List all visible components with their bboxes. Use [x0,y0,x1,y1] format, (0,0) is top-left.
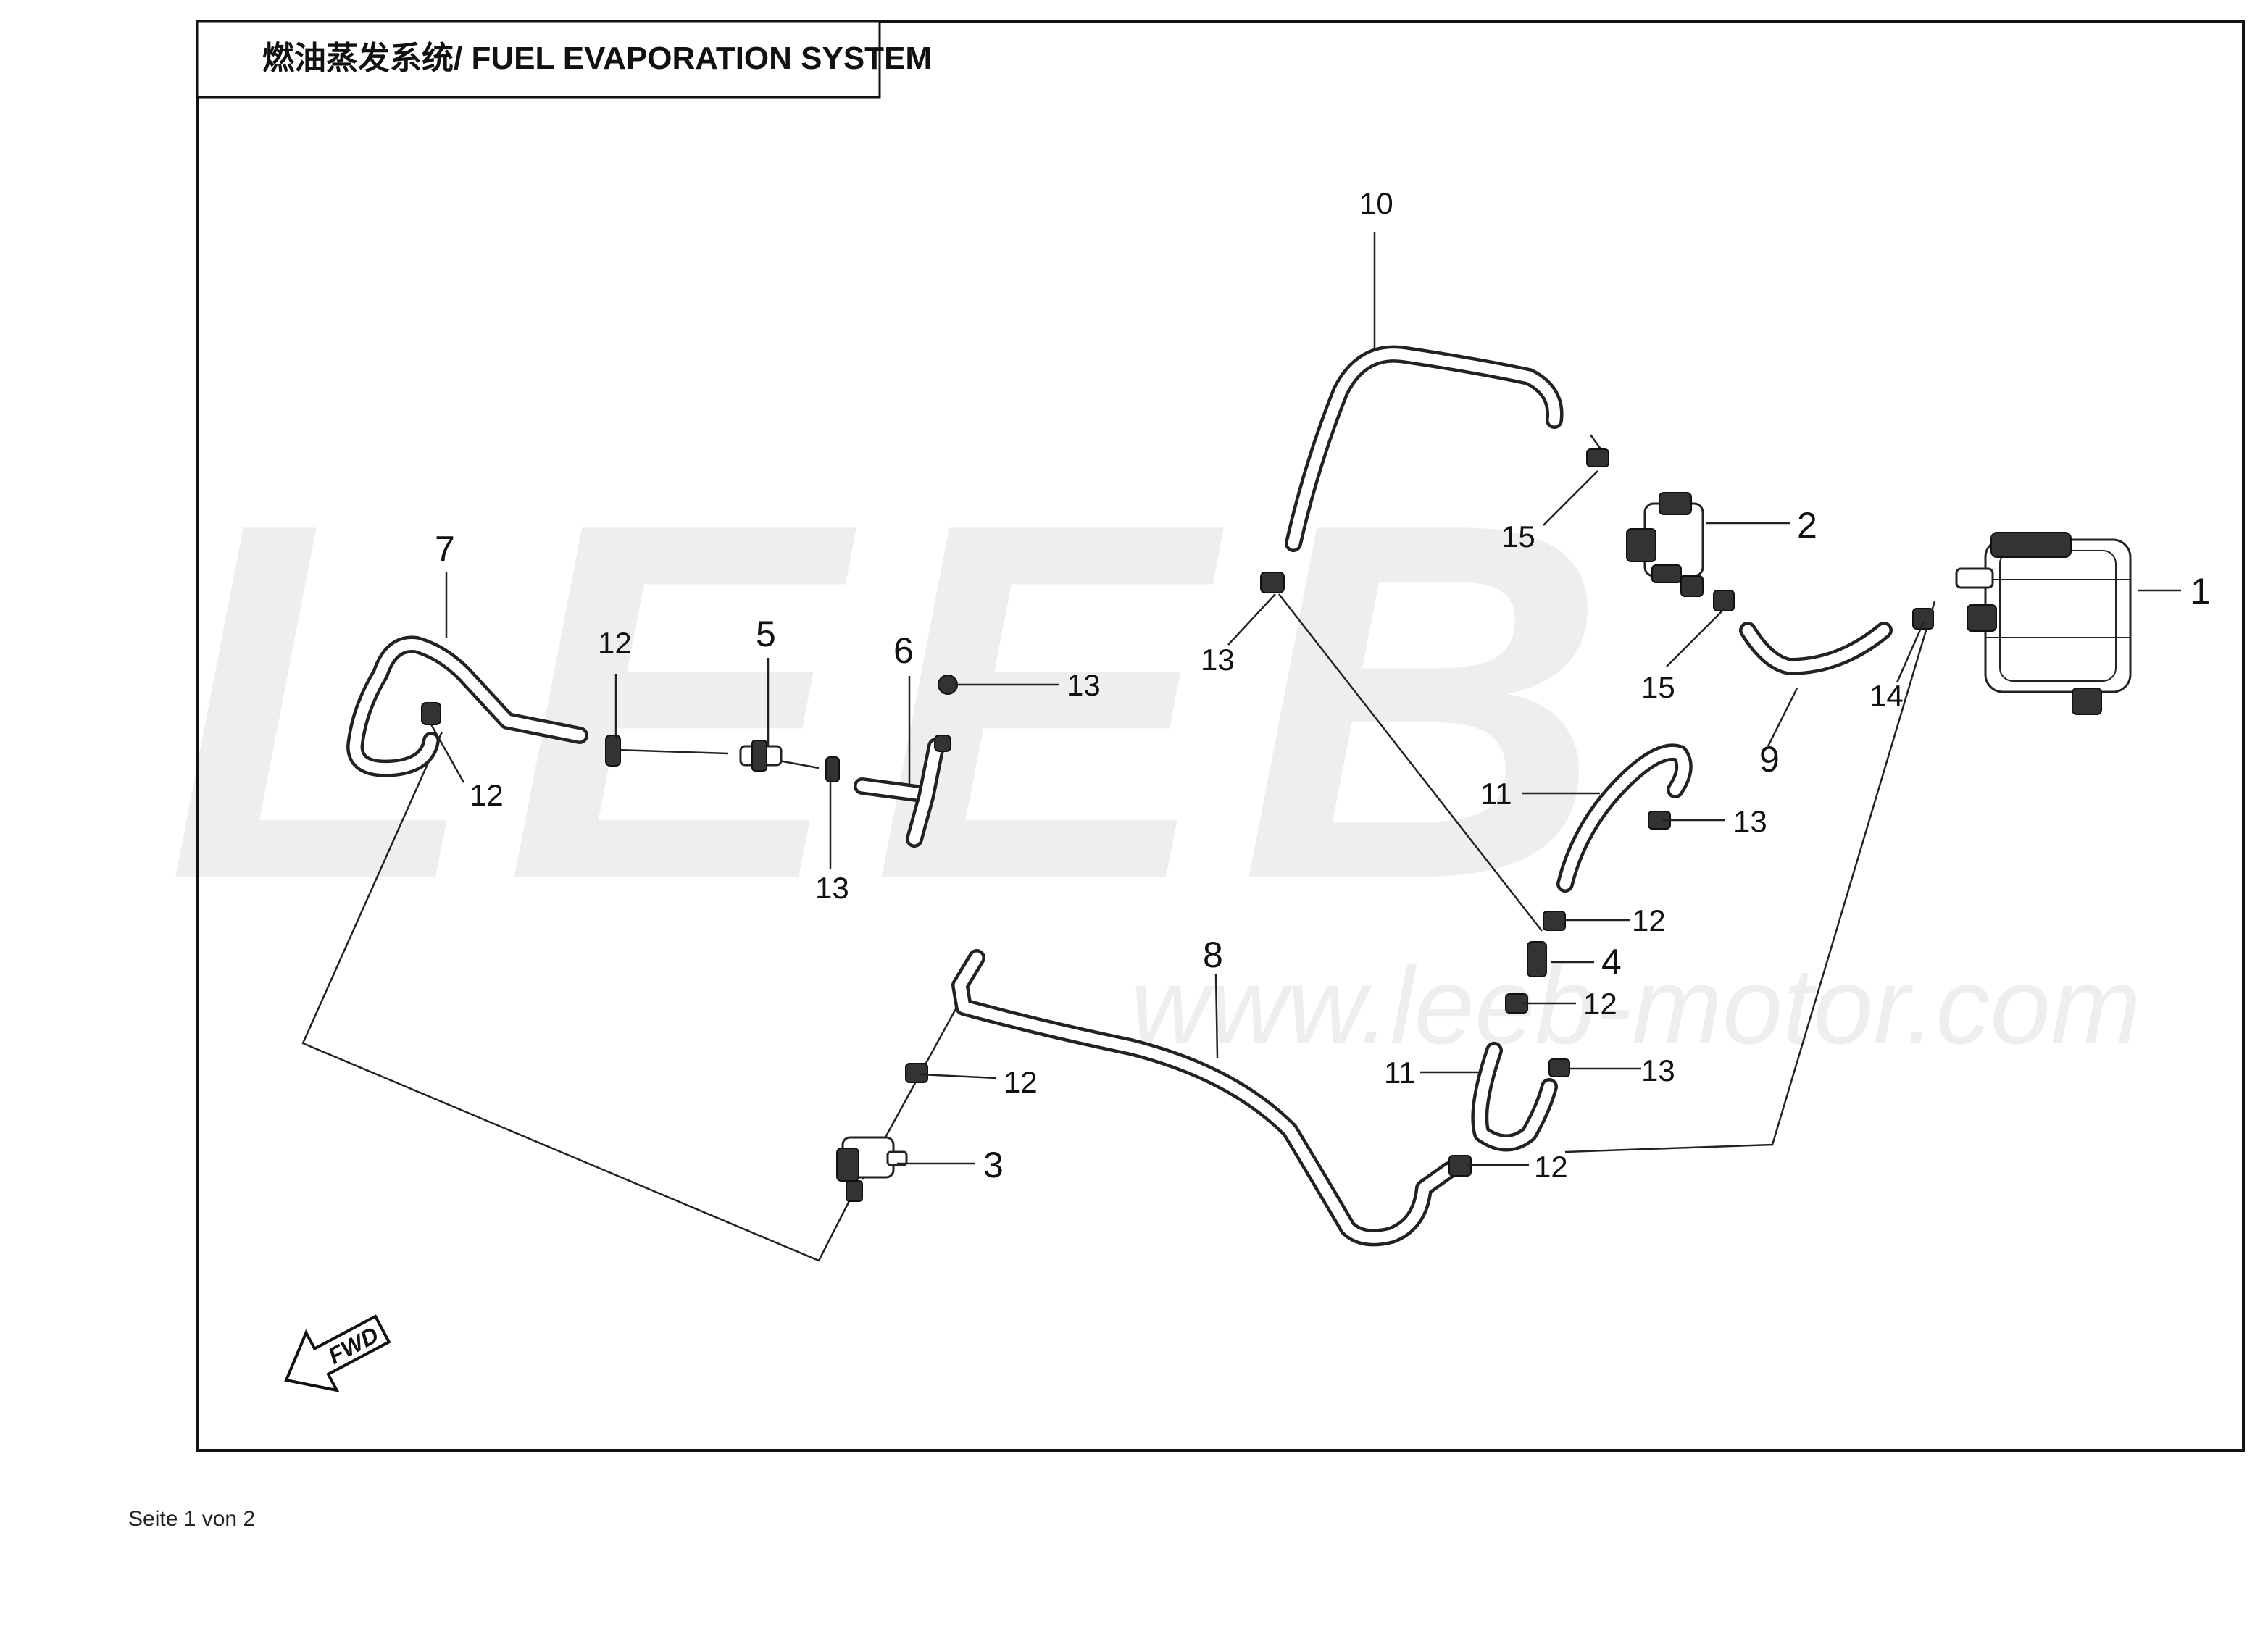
pipe-segment-b [778,759,820,769]
callout-4: 4 [1601,942,1622,982]
clamp-13 [938,674,958,695]
clamp-12 [1543,911,1566,931]
callout-14: 14 [1869,679,1904,713]
diagram-title: 燃油蒸发系统/ FUEL EVAPORATION SYSTEM [262,41,932,76]
clamp-12 [421,702,441,725]
callout-12: 12 [470,778,504,812]
callout-6: 6 [893,630,914,671]
diagram-frame [196,20,2245,1452]
clamp-15 [1586,448,1609,467]
clamp-15 [1713,590,1735,611]
clamp-12 [605,735,621,767]
callout-3: 3 [983,1145,1004,1185]
clamp-14 [1912,608,1934,630]
watermark-logo: LEEB [167,418,1635,985]
fitting-3 [836,1136,908,1202]
clamp-13 [934,735,951,752]
pipe-segment-a [615,748,729,755]
callout-2: 2 [1797,505,1817,546]
clamp-13 [825,756,840,782]
callout-13: 13 [1641,1053,1675,1087]
clamp-13 [1260,572,1285,593]
tubes [346,345,1893,1247]
parts [421,448,2132,1202]
title-box [196,20,881,99]
callout-11: 11 [1384,1056,1416,1090]
callout-13: 13 [815,871,849,905]
connector-4 [1527,941,1547,977]
callout-leaders [430,232,2181,1166]
canister-1 [1955,532,2132,715]
connection-line-13-4 [1278,593,1543,932]
callout-10: 10 [1359,186,1393,220]
callout-12: 12 [1583,987,1617,1021]
callout-8: 8 [1203,935,1223,975]
callout-12: 12 [1632,903,1666,937]
callout-7: 7 [435,529,455,569]
valve-2 [1626,492,1704,597]
watermark: LEEB www.leeb-motor.com [167,418,2141,1066]
callout-15: 15 [1641,670,1675,704]
connector-5 [739,740,783,772]
callout-11: 11 [1480,777,1512,811]
connection-line-14-12 [1564,601,1936,1153]
clamp-13 [1548,1058,1570,1077]
callout-13: 13 [1201,643,1235,677]
callout-5: 5 [756,614,776,654]
page-footer: Seite 1 von 2 [128,1507,256,1531]
callout-12: 12 [1004,1065,1038,1099]
callout-15: 15 [1501,519,1535,554]
watermark-url: www.leeb-motor.com [1130,945,2141,1066]
fwd-arrow-icon: FWD [284,1314,391,1392]
callout-12: 12 [1534,1150,1568,1184]
callout-1: 1 [2190,571,2211,611]
callout-9: 9 [1759,739,1780,780]
connection-line-7-3 [301,731,854,1262]
callouts: 1 2 3 4 5 6 7 8 9 10 11 11 12 12 12 12 1… [435,186,2211,1185]
callout-13: 13 [1067,668,1101,702]
callout-12: 12 [598,626,632,660]
callout-13: 13 [1733,804,1767,838]
clamp-12 [905,1063,928,1083]
